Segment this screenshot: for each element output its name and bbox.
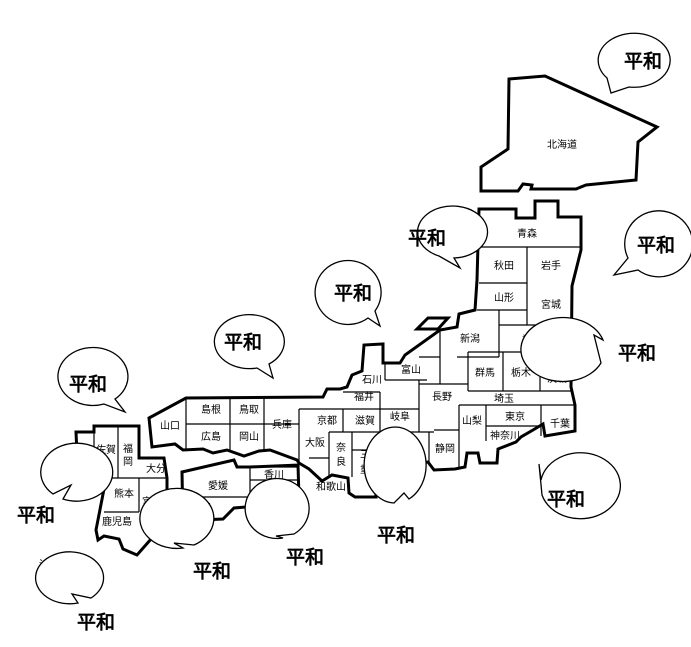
label-fukuoka-2: 岡 — [123, 456, 133, 468]
label-ishikawa: 石川 — [362, 375, 382, 386]
speech-bubble: 平和 — [612, 210, 691, 278]
label-nara-2: 良 — [336, 455, 346, 468]
svg-text:平和: 平和 — [377, 524, 415, 547]
label-iwate: 岩手 — [541, 259, 561, 272]
label-tochigi: 栃木 — [511, 366, 531, 379]
label-gifu: 岐阜 — [390, 410, 410, 423]
svg-text:平和: 平和 — [224, 331, 262, 354]
label-wakayama: 和歌山 — [316, 480, 346, 493]
label-nagano: 長野 — [432, 391, 452, 403]
label-shiga: 滋賀 — [355, 414, 375, 427]
label-yamaguchi: 山口 — [160, 420, 180, 432]
label-akita: 秋田 — [494, 259, 514, 272]
label-hokkaido: 北海道 — [547, 138, 577, 151]
speech-bubble: 平和 — [538, 452, 622, 520]
label-kyoto: 京都 — [317, 414, 337, 427]
speech-bubble: 平和 — [408, 205, 489, 270]
label-hyogo: 兵庫 — [272, 418, 292, 431]
label-kumamoto: 熊本 — [114, 487, 134, 500]
speech-bubble: 平和 — [314, 259, 382, 328]
speech-bubble: 平和 — [213, 314, 286, 380]
label-aomori: 青森 — [517, 227, 537, 240]
label-shimane: 島根 — [201, 403, 221, 416]
svg-text:平和: 平和 — [547, 488, 585, 511]
speech-bubble: 平和 — [139, 487, 231, 583]
label-yamagata: 山形 — [494, 292, 514, 304]
label-kagoshima: 鹿児島 — [102, 515, 132, 528]
label-tokyo: 東京 — [505, 410, 525, 423]
label-toyama: 富山 — [401, 363, 421, 376]
svg-text:平和: 平和 — [618, 342, 656, 365]
speech-bubble: 平和 — [34, 551, 115, 634]
label-miyagi: 宮城 — [541, 298, 561, 311]
sado-island-outline — [413, 316, 452, 331]
label-okayama: 岡山 — [239, 431, 259, 443]
label-oita: 大分 — [146, 462, 166, 475]
label-fukuoka-1: 福 — [123, 442, 133, 455]
label-hiroshima: 広島 — [201, 430, 221, 443]
label-gunma: 群馬 — [475, 366, 495, 379]
label-ehime: 愛媛 — [208, 479, 228, 492]
label-fukui: 福井 — [354, 390, 374, 403]
label-saitama: 埼玉 — [494, 392, 514, 405]
svg-text:平和: 平和 — [637, 234, 675, 257]
label-osaka: 大阪 — [305, 436, 325, 449]
speech-bubble: 平和 — [17, 442, 114, 527]
svg-text:平和: 平和 — [624, 50, 662, 73]
speech-bubble: 平和 — [520, 316, 656, 383]
svg-text:平和: 平和 — [193, 560, 231, 583]
svg-text:平和: 平和 — [77, 611, 115, 634]
label-chiba: 千葉 — [550, 417, 570, 430]
svg-text:平和: 平和 — [17, 504, 55, 527]
label-shizuoka: 静岡 — [435, 442, 455, 455]
speech-bubble: 平和 — [363, 426, 427, 547]
label-niigata: 新潟 — [460, 332, 480, 345]
label-yamanashi: 山梨 — [462, 414, 482, 427]
speech-bubble: 平和 — [597, 32, 671, 94]
svg-text:平和: 平和 — [286, 546, 324, 569]
speech-bubbles: 平和 平和 平和 平和 平和 平和 平和 平和 — [17, 32, 691, 634]
speech-bubble: 平和 — [244, 477, 324, 569]
label-nara-1: 奈 — [336, 441, 346, 454]
svg-text:平和: 平和 — [408, 227, 446, 250]
hokkaido-outline — [479, 74, 660, 193]
svg-text:平和: 平和 — [334, 282, 372, 305]
speech-bubble: 平和 — [57, 346, 129, 414]
label-tottori: 鳥取 — [239, 403, 259, 416]
svg-text:平和: 平和 — [69, 373, 107, 396]
label-kanagawa: 神奈川 — [490, 429, 520, 442]
